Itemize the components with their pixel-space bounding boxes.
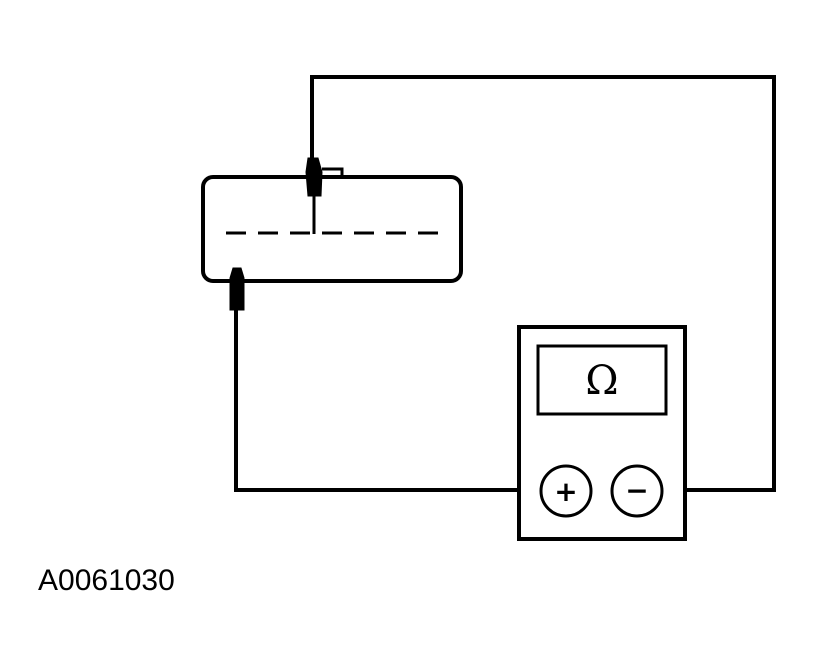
housing-tab (322, 167, 344, 178)
bottom-probe-body (229, 267, 245, 311)
positive-terminal-symbol: + (554, 475, 577, 508)
negative-terminal (610, 464, 664, 518)
test-probe-icon (229, 267, 245, 311)
wire-negative-lead (310, 75, 776, 492)
component-housing (201, 167, 463, 283)
test-probe-icon (305, 157, 323, 197)
positive-terminal (539, 464, 593, 518)
wire-positive-lead (234, 302, 540, 492)
meter-display-symbol: Ω (585, 358, 618, 404)
top-probe-body (305, 157, 323, 197)
negative-terminal-symbol: − (625, 474, 648, 507)
figure-id-label: A0061030 (38, 564, 175, 597)
housing-body (201, 175, 463, 283)
meter-display (536, 344, 668, 416)
ohmmeter-icon: Ω + − (517, 325, 687, 541)
